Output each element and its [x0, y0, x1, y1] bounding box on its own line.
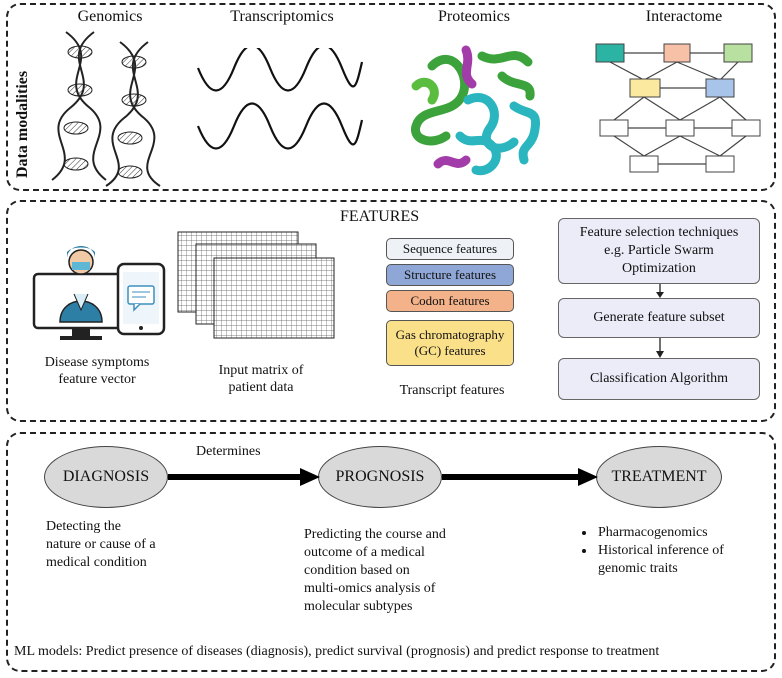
network-node-green [723, 43, 753, 63]
doctor-monitor-icon [32, 246, 166, 340]
symptoms-caption-line-2: feature vector [58, 372, 136, 387]
network-node [599, 119, 629, 137]
matrix-caption-line-2: patient data [228, 380, 294, 395]
treatment-item: Pharmacogenomics [596, 524, 724, 542]
transcriptomics-label: Transcriptomics [230, 8, 334, 25]
transcript-wave-icon [196, 48, 364, 150]
structure-features-label: Structure features [403, 267, 497, 282]
prognosis-desc-line: outcome of a medical [304, 545, 425, 560]
prognosis-desc-line: molecular subtypes [304, 599, 413, 614]
symptoms-caption: Disease symptoms feature vector [22, 354, 172, 388]
network-node-blue [705, 78, 735, 98]
diagnosis-desc-line: medical condition [46, 555, 147, 570]
determines-arrow [168, 468, 320, 486]
network-node-yellow [629, 78, 661, 98]
protein-structure-icon [411, 45, 540, 176]
diagnosis-node: DIAGNOSIS [44, 446, 168, 508]
flow-arrow-1 [656, 284, 664, 298]
structure-features-box: Structure features [386, 264, 514, 286]
matrix-caption-line-1: Input matrix of [218, 363, 304, 378]
prognosis-desc-line: Predicting the course and [304, 527, 446, 542]
network-node-teal [595, 43, 625, 63]
genomics-label: Genomics [77, 8, 143, 25]
diagnosis-desc-line: nature or cause of a [46, 537, 156, 552]
classification-label: Classification Algorithm [589, 371, 729, 386]
proteomics-label: Proteomics [438, 8, 510, 25]
generate-subset-box: Generate feature subset [558, 298, 760, 338]
matrix-caption: Input matrix of patient data [196, 362, 326, 396]
prognosis-desc-line: condition based on [304, 563, 410, 578]
flow-arrow-2 [656, 338, 664, 358]
network-node [665, 119, 695, 137]
network-node [629, 155, 659, 173]
diagnosis-desc-line: Detecting the [46, 519, 122, 534]
codon-features-label: Codon features [410, 293, 490, 308]
data-modalities-panel [6, 3, 776, 191]
sequence-features-box: Sequence features [386, 238, 514, 260]
features-title: FEATURES [340, 208, 420, 225]
treatment-item: Historical inference of genomic traits [596, 542, 724, 578]
dna-helix-icon [51, 31, 161, 187]
treatment-item-text: Historical inference of [598, 543, 724, 558]
feature-selection-line-3: Optimization [622, 261, 696, 276]
pipeline-panel [6, 432, 776, 672]
network-node-peach [663, 43, 691, 63]
interactome-label: Interactome [645, 8, 723, 25]
gc-features-box: Gas chromatography (GC) features [386, 320, 514, 366]
diagnosis-description: Detecting the nature or cause of a medic… [46, 518, 156, 572]
dna-strand-right [105, 41, 161, 187]
symptoms-caption-line-1: Disease symptoms [44, 355, 150, 370]
dna-strand-left [51, 31, 107, 181]
feature-selection-line-1: Feature selection techniques [579, 225, 739, 240]
network-node [731, 119, 761, 137]
codon-features-box: Codon features [386, 290, 514, 312]
transcript-features-caption: Transcript features [399, 383, 505, 398]
treatment-item-text: Pharmacogenomics [598, 525, 708, 540]
prognosis-node: PROGNOSIS [318, 446, 442, 508]
prognosis-description: Predicting the course and outcome of a m… [304, 526, 446, 616]
data-modalities-label: Data modalities [14, 70, 31, 178]
prognosis-treatment-arrow [442, 468, 598, 486]
feature-selection-box: Feature selection techniques e.g. Partic… [558, 218, 760, 284]
treatment-node: TREATMENT [596, 446, 722, 508]
interactome-network-icon [595, 43, 761, 173]
feature-selection-line-2: e.g. Particle Swarm [604, 243, 714, 258]
prognosis-desc-line: multi-omics analysis of [304, 581, 436, 596]
treatment-list: Pharmacogenomics Historical inference of… [578, 524, 724, 578]
input-matrix-icon [177, 231, 335, 339]
treatment-item-text: genomic traits [598, 561, 678, 576]
gc-features-label-line-1: Gas chromatography [395, 327, 505, 342]
determines-label: Determines [196, 444, 261, 459]
ml-models-footer: ML models: Predict presence of diseases … [14, 644, 660, 659]
features-panel [6, 200, 776, 422]
classification-box: Classification Algorithm [558, 358, 760, 400]
sequence-features-label: Sequence features [402, 241, 498, 256]
network-node [705, 155, 735, 173]
gc-features-label-line-2: (GC) features [414, 343, 486, 358]
generate-subset-label: Generate feature subset [593, 310, 725, 325]
